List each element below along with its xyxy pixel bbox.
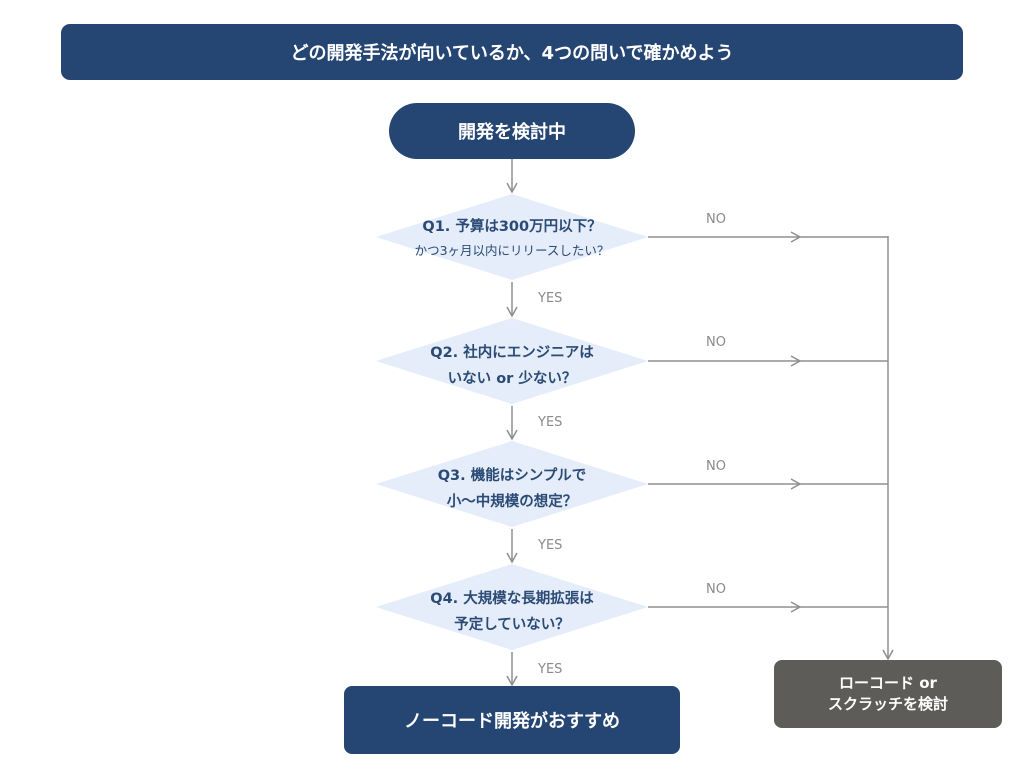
decision-diamond-q3 [376, 441, 648, 527]
question-q1-subtitle: かつ3ヶ月以内にリリースしたい？ [414, 243, 610, 258]
yes-label-q4: YES [538, 662, 563, 677]
question-q1-title: Q1. 予算は300万円以下？ [422, 219, 602, 235]
yes-label-q3: YES [538, 538, 563, 553]
result-lowcode-line1: ローコード or [839, 674, 937, 692]
no-label-q2: NO [706, 335, 726, 350]
question-q3: Q3. 機能はシンプルで 小〜中規模の想定？ [377, 463, 647, 515]
no-label-q3: NO [706, 459, 726, 474]
decision-diamond-q2 [376, 318, 648, 404]
question-q4-line1: Q4. 大規模な長期拡張は [430, 591, 594, 607]
yes-label-q2: YES [538, 415, 563, 430]
result-lowcode-line2: スクラッチを検討 [827, 695, 948, 713]
no-label-q4: NO [706, 582, 726, 597]
start-node-label: 開発を検討中 [458, 122, 566, 143]
result-lowcode-or-scratch: ローコード or スクラッチを検討 [774, 660, 1002, 728]
flowchart-title-text: どの開発手法が向いているか、4つの問いで確かめよう [290, 43, 734, 64]
question-q4: Q4. 大規模な長期拡張は 予定していない？ [377, 586, 647, 638]
question-q2: Q2. 社内にエンジニアは いない or 少ない？ [377, 340, 647, 392]
no-label-q1: NO [706, 212, 726, 227]
decision-diamond-q4 [376, 564, 648, 650]
result-nocode-label: ノーコード開発がおすすめ [404, 711, 620, 732]
question-q4-line2: 予定していない？ [454, 617, 570, 633]
question-q3-line1: Q3. 機能はシンプルで [437, 468, 587, 484]
result-nocode: ノーコード開発がおすすめ [344, 686, 680, 754]
question-q1: Q1. 予算は300万円以下？ かつ3ヶ月以内にリリースしたい？ [377, 214, 647, 262]
decision-diamond-q1 [376, 194, 648, 280]
question-q2-line1: Q2. 社内にエンジニアは [430, 345, 594, 361]
question-q3-line2: 小〜中規模の想定？ [446, 494, 578, 510]
start-node: 開発を検討中 [389, 103, 635, 159]
yes-label-q1: YES [538, 291, 563, 306]
flowchart-title: どの開発手法が向いているか、4つの問いで確かめよう [61, 24, 963, 80]
question-q2-line2: いない or 少ない？ [447, 371, 577, 387]
